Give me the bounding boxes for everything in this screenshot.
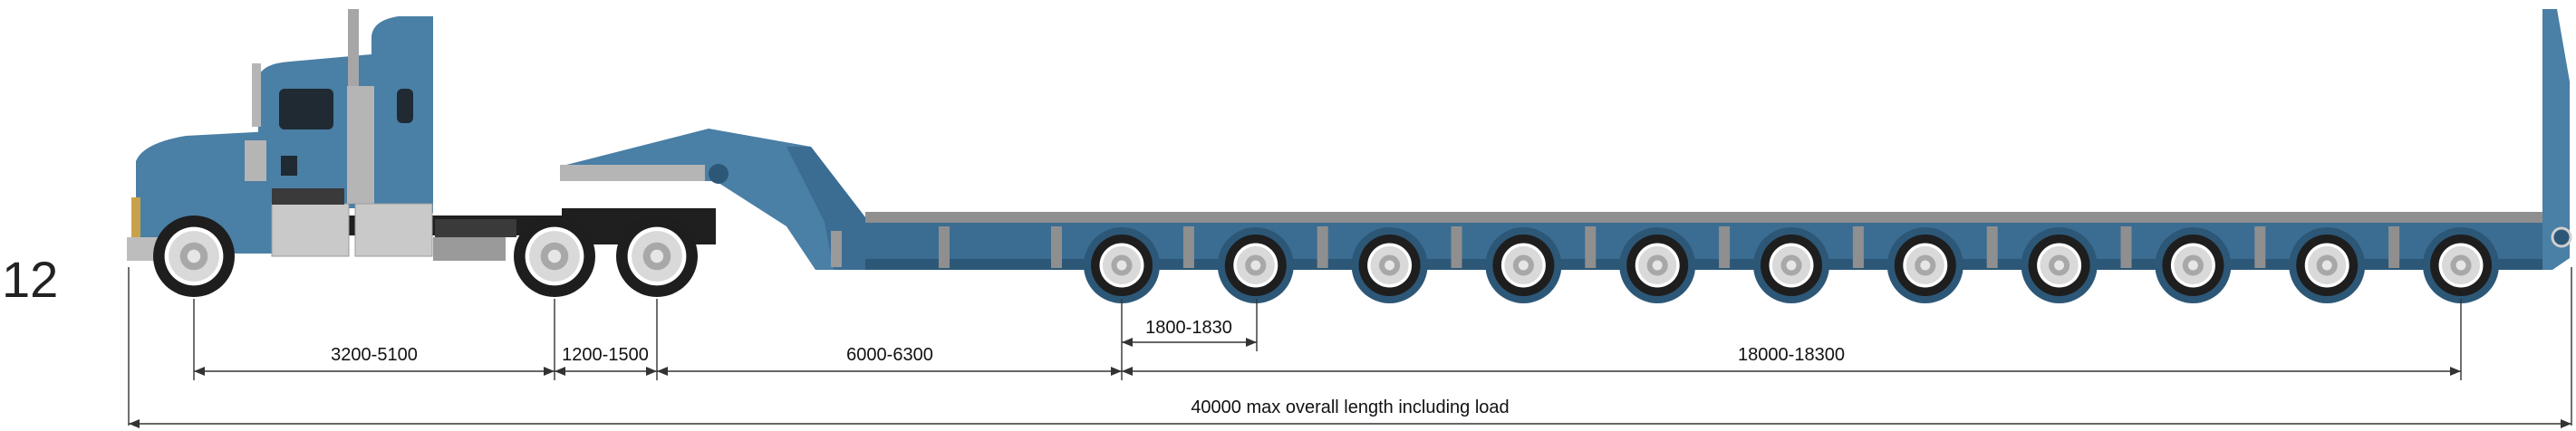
fuel-tank-2 xyxy=(354,203,433,257)
dim-wheelbase: 3200-5100 xyxy=(193,299,555,380)
trailer-wheel-5 xyxy=(1619,227,1696,303)
dim-kingpin-label: 6000-6300 xyxy=(846,345,933,365)
prime-mover xyxy=(127,9,716,261)
deck-stake xyxy=(1317,226,1328,268)
trailer-wheel-8 xyxy=(2021,227,2098,303)
deck-stake xyxy=(1852,226,1864,268)
deck-stake xyxy=(1986,226,1998,268)
low-loader-trailer xyxy=(560,9,2572,270)
deck-stake xyxy=(1719,226,1731,268)
drive-wheel-2 xyxy=(616,216,698,297)
deck-stake xyxy=(1585,226,1597,268)
deck-stake xyxy=(939,226,950,268)
dim-overall: 40000 max overall length including load xyxy=(129,397,2571,428)
dim-drive-spread: 1200-1500 xyxy=(554,299,657,380)
dim-axle-spacing-label: 1800-1830 xyxy=(1145,318,1232,338)
deck-stake xyxy=(2120,226,2132,268)
trailer-wheel-9 xyxy=(2155,227,2232,303)
dim-wheelbase-label: 3200-5100 xyxy=(331,345,418,365)
dim-drive-spread-label: 1200-1500 xyxy=(562,345,649,365)
frame-detail xyxy=(435,219,516,237)
trailer-wheel-4 xyxy=(1485,227,1562,303)
radiator-grille xyxy=(131,197,140,243)
dimension-annotations: 3200-5100 1200-1500 6000-6300 18000-1830… xyxy=(128,267,2572,428)
trailer-wheel-1 xyxy=(1084,227,1160,303)
fuel-tank-1 xyxy=(271,203,350,257)
gooseneck-shade xyxy=(786,147,865,270)
deck-stake xyxy=(2388,226,2400,268)
wheels xyxy=(153,216,2499,303)
trailer-wheel-6 xyxy=(1753,227,1829,303)
mirror xyxy=(252,63,261,127)
trailer-wheel-3 xyxy=(1351,227,1428,303)
bonnet xyxy=(136,131,272,254)
cab-window xyxy=(279,89,333,129)
gooseneck-pin xyxy=(709,164,728,184)
deck-stake xyxy=(2254,226,2266,268)
trailer-wheel-2 xyxy=(1217,227,1294,303)
dim-kingpin: 6000-6300 xyxy=(656,299,1122,380)
rear-light xyxy=(2551,226,2572,248)
configuration-number: 12 xyxy=(2,251,58,308)
dim-axle-group: 18000-18300 xyxy=(1121,299,2462,380)
gooseneck-light xyxy=(831,231,842,267)
dim-axle-group-label: 18000-18300 xyxy=(1738,345,1845,365)
steer-wheel xyxy=(153,216,235,297)
deck-stake xyxy=(1182,226,1194,268)
deck-stakes xyxy=(939,226,2400,268)
mirror-arm xyxy=(245,140,266,181)
dim-axle-spacing: 1800-1830 xyxy=(1122,299,1258,351)
trailer-wheel-7 xyxy=(1886,227,1963,303)
fifth-wheel-plate xyxy=(560,165,705,181)
tool-box xyxy=(433,237,506,261)
rear-upright xyxy=(2542,9,2570,270)
deck-top-rail xyxy=(865,212,2552,223)
gooseneck xyxy=(566,129,865,270)
deck-stake xyxy=(1051,226,1062,268)
step-box xyxy=(272,188,344,205)
trailer-wheel-10 xyxy=(2289,227,2366,303)
sleeper-window xyxy=(397,89,413,123)
air-cleaner xyxy=(347,86,374,204)
trailer-wheel-11 xyxy=(2423,227,2499,303)
deck-stake xyxy=(1451,226,1462,268)
cab-door-handle xyxy=(281,156,297,176)
dim-overall-label: 40000 max overall length including load xyxy=(1191,397,1509,417)
drive-wheel-1 xyxy=(514,216,595,297)
